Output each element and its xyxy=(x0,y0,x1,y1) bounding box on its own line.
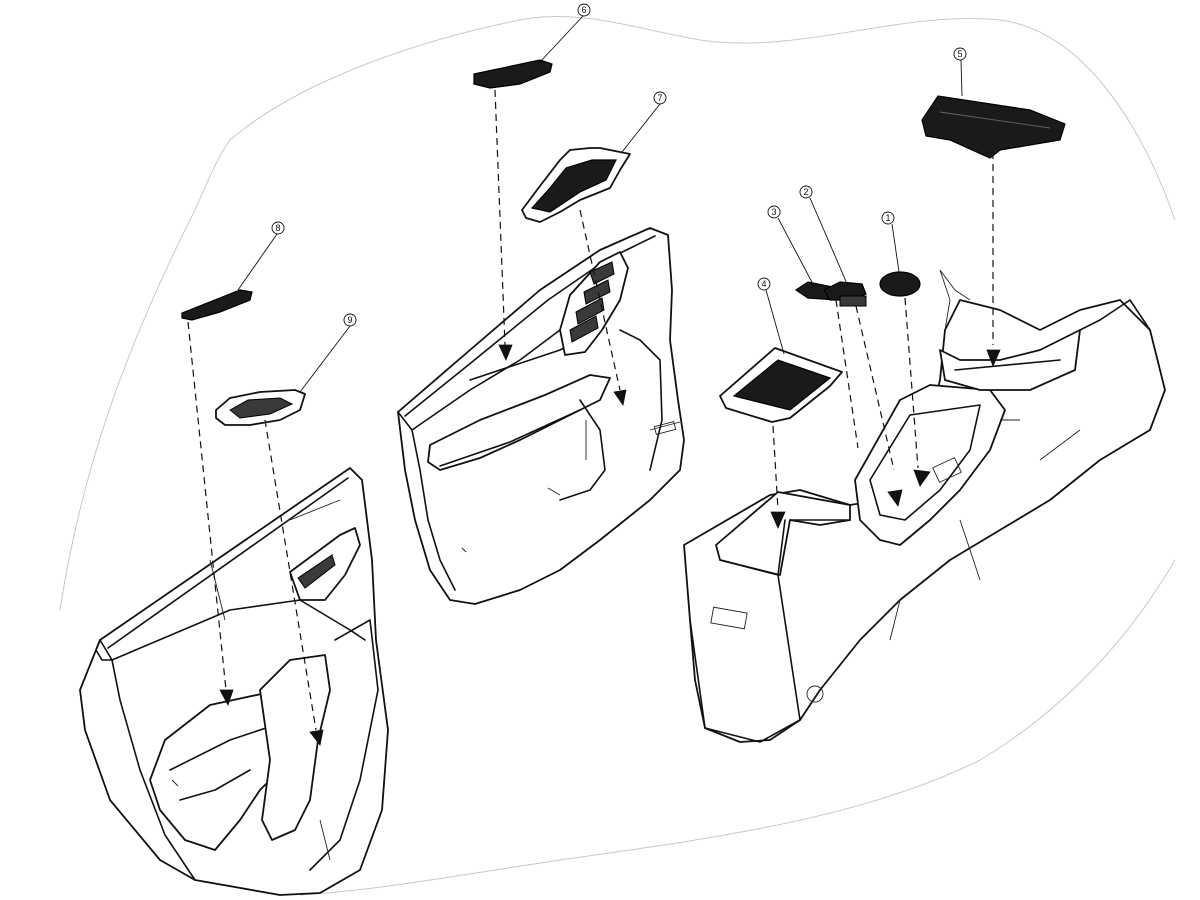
mat-part-2 xyxy=(823,281,867,307)
callout-leaders xyxy=(237,15,963,393)
callout-label-5: 5 xyxy=(957,49,962,59)
mat-part-7 xyxy=(521,147,631,223)
callout-label-7: 7 xyxy=(657,93,662,103)
callout-1: 1 xyxy=(881,211,895,225)
install-lines xyxy=(187,89,1001,746)
callout-4: 4 xyxy=(757,277,771,291)
mat-part-8 xyxy=(181,289,253,321)
callout-label-6: 6 xyxy=(581,5,586,15)
callout-5: 5 xyxy=(953,47,967,61)
callout-label-2: 2 xyxy=(803,187,808,197)
front-door-panel xyxy=(397,227,685,605)
mat-part-9 xyxy=(215,389,306,426)
callout-3: 3 xyxy=(767,205,781,219)
rear-door-panel xyxy=(79,467,389,896)
mat-part-1 xyxy=(879,271,921,297)
callout-6: 6 xyxy=(577,3,591,17)
mat-part-4 xyxy=(719,347,843,423)
callout-label-8: 8 xyxy=(275,223,280,233)
callout-label-3: 3 xyxy=(771,207,776,217)
scene-outline xyxy=(59,16,1176,896)
center-console xyxy=(683,269,1166,743)
callout-label-1: 1 xyxy=(885,213,890,223)
callout-label-9: 9 xyxy=(347,315,352,325)
callout-8: 8 xyxy=(271,221,285,235)
callout-7: 7 xyxy=(653,91,667,105)
callout-9: 9 xyxy=(343,313,357,327)
mat-part-6 xyxy=(473,59,553,89)
callout-label-4: 4 xyxy=(761,279,766,289)
mat-part-5 xyxy=(921,95,1066,159)
callout-2: 2 xyxy=(799,185,813,199)
